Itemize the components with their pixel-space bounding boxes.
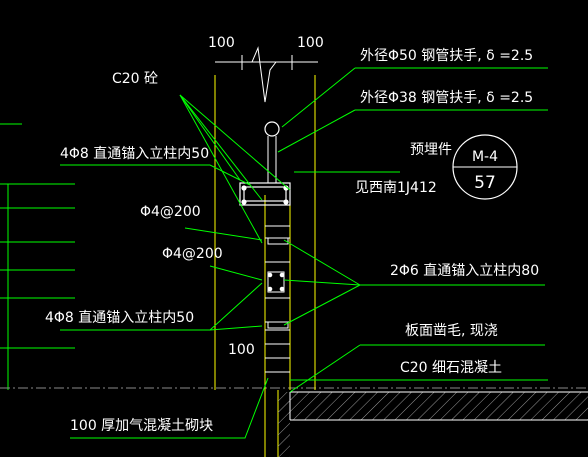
left-dimension-ticks xyxy=(0,123,75,390)
callout-top: M-4 xyxy=(472,149,498,165)
anchor-4phi8-top-label: 4Φ8 直通锚入立柱内50 xyxy=(60,145,209,162)
floor-slab xyxy=(278,391,588,457)
block-wall-label: 100 厚加气混凝土砌块 xyxy=(70,418,213,434)
concrete-c20-label: C20 砼 xyxy=(112,71,158,87)
pipe-38-label: 外径Φ38 钢管扶手, δ =2.5 xyxy=(360,90,533,106)
anchor-4phi8-bottom-label: 4Φ8 直通锚入立柱内50 xyxy=(45,309,194,326)
handrail-post xyxy=(264,121,280,183)
rebar-elements xyxy=(267,237,289,329)
pipe-50-label: 外径Φ50 钢管扶手, δ =2.5 xyxy=(360,48,533,64)
fine-concrete-label: C20 细石混凝土 xyxy=(400,360,502,376)
see-ref-label: 见西南1J412 xyxy=(355,180,437,196)
top-dimension xyxy=(215,46,318,103)
block-joints xyxy=(265,225,290,373)
dim-left: 100 xyxy=(208,35,235,51)
anchor-2phi6-label: 2Φ6 直通锚入立柱内80 xyxy=(390,262,539,279)
chisel-label: 板面凿毛, 现浇 xyxy=(405,323,498,339)
callout-bottom: 57 xyxy=(474,173,496,193)
detail-callout: M-4 57 xyxy=(452,134,518,200)
embedded-plate xyxy=(239,182,291,206)
dim-100-label: 100 xyxy=(228,342,255,358)
embedded-part-label: 预埋件 xyxy=(410,142,452,158)
phi4-a-label: Φ4@200 xyxy=(140,204,201,220)
break-symbol xyxy=(251,46,277,103)
phi4-b-label: Φ4@200 xyxy=(162,246,223,262)
leader-lines xyxy=(60,67,548,439)
dim-right: 100 xyxy=(297,35,324,51)
